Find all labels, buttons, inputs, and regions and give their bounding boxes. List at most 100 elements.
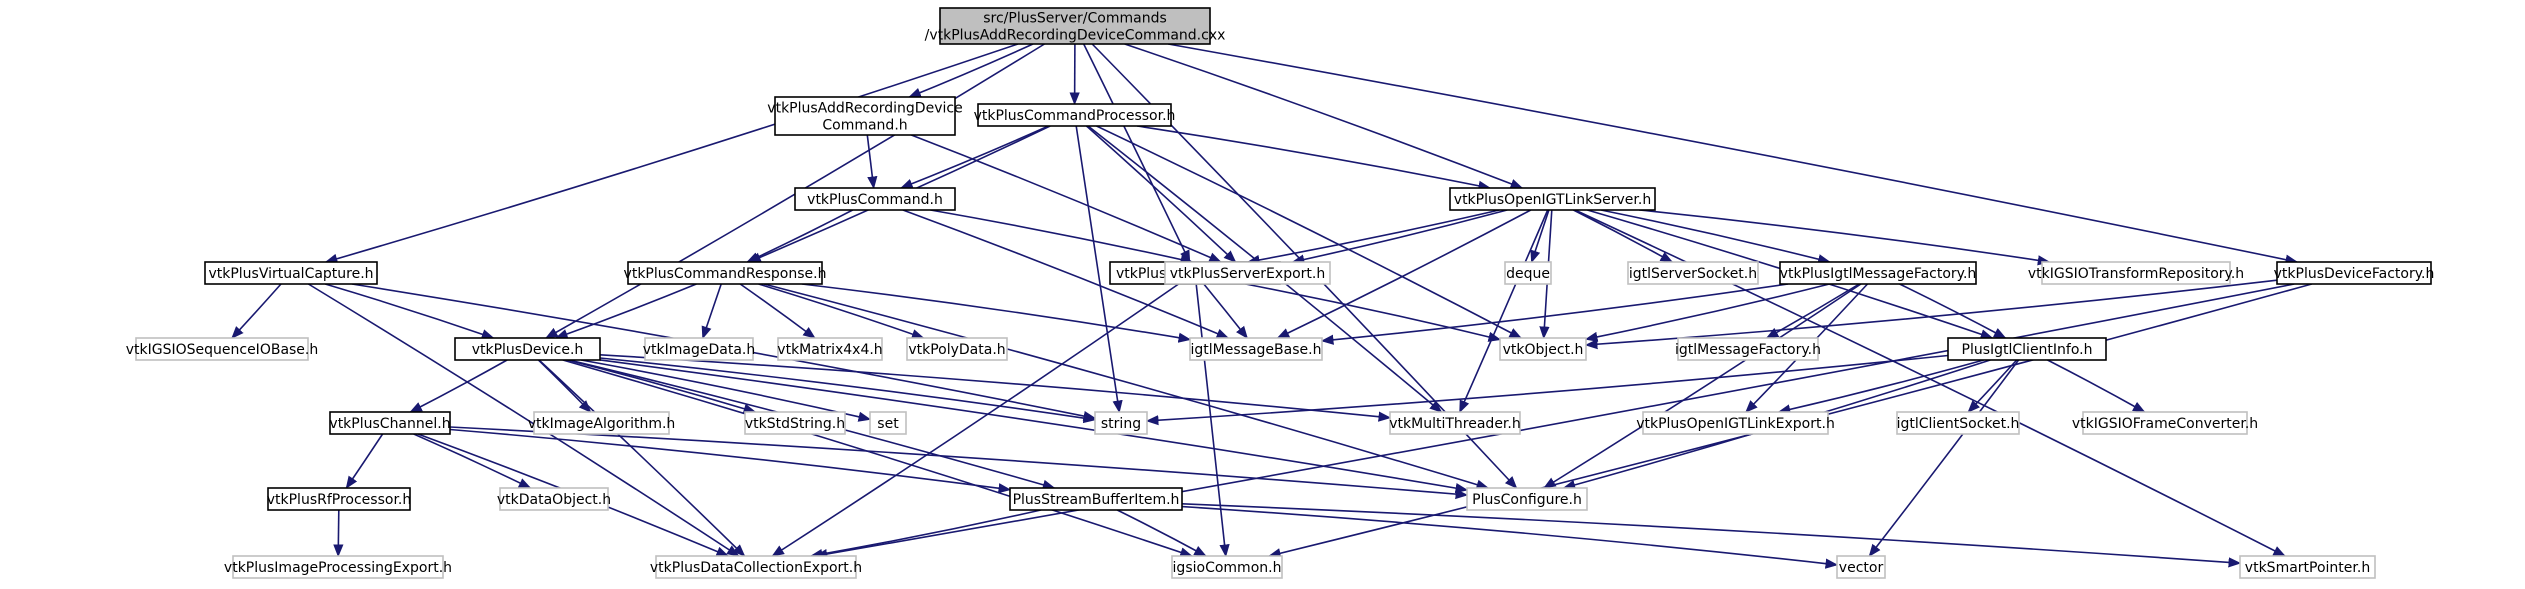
node-box [644,337,754,361]
node-set: set [869,411,907,435]
edge-devFactory-to-vtkObject [1584,279,2278,350]
node-plusConfigure: PlusConfigure.h [1466,487,1588,511]
node-clientInfo[interactable]: PlusIgtlClientInfo.h [1947,337,2107,361]
edge-igtlFactory-to-vtkObject [1584,283,1830,342]
node-box [794,187,956,211]
edge-clientInfo-to-frameConverter [2047,359,2146,413]
node-label: vtkIGSIOFrameConverter.h [2072,416,2258,432]
node-box [2041,261,2231,285]
node-label: vtkPlusDevice.h [472,342,584,358]
edge-plusCmd-to-serverExport [930,209,1194,265]
node-box [329,411,451,435]
edge-openIGT-to-igtlServerSocket [1573,209,1674,263]
edge-cmdResp-to-matrix4x4 [739,283,816,339]
edge-streamBuf-to-smartPointer [1181,503,2242,568]
edge-root-to-addRecH [908,43,1034,98]
edge-openIGT-to-transformRepo [1639,209,2051,266]
edge-plusCmd-to-igtlMessageBase [902,209,1230,339]
node-igtlFactory[interactable]: vtkPlusIgtlMessageFactory.h [1779,261,1977,285]
edge-cmdResp-to-imageData [701,283,722,340]
node-label: vtkSmartPointer.h [2245,560,2370,576]
node-label: vtkPlusImageProcessingExport.h [224,560,452,576]
node-stdString: vtkStdString.h [744,411,846,435]
node-label: vtkPolyData.h [908,342,1005,358]
node-label: vtkPlusRfProcessor.h [267,492,412,508]
node-polyData: vtkPolyData.h [906,337,1008,361]
node-frameConverter: vtkIGSIOFrameConverter.h [2072,411,2258,435]
node-box [1189,337,1323,361]
node-box [1389,411,1521,435]
edge-channel-to-plusConfigure [449,426,1469,500]
edge-cmdResp-to-plusConfigure [763,283,1490,490]
node-label: igtlServerSocket.h [1629,266,1757,282]
node-box [232,555,444,579]
node-label: igtlMessageBase.h [1191,342,1322,358]
node-label: vtkImageAlgorithm.h [528,416,676,432]
edge-layer [231,43,2313,569]
node-label: vtkPlusAddRecordingDevice [767,101,962,117]
node-layer: src/PlusServer/Commands/vtkPlusAddRecord… [126,7,2435,579]
node-devFactory[interactable]: vtkPlusDeviceFactory.h [2274,261,2435,285]
edge-dataColl-to-dataCollExport [771,283,1180,557]
node-smartPointer: vtkSmartPointer.h [2239,555,2376,579]
node-box [1836,555,1886,579]
edge-virtCap-to-dataCollExport [307,283,740,557]
node-label: vtkPlusIgtlMessageFactory.h [1780,266,1977,282]
node-label: /vtkPlusAddRecordingDeviceCommand.cxx [925,28,1226,44]
node-box [2082,411,2248,435]
edge-addRecH-to-plusCmd [866,134,878,190]
edge-cmdResp-to-polyData [758,283,925,340]
node-box [1449,187,1656,211]
edge-channel-to-dataObject [413,433,532,489]
node-addRecH[interactable]: vtkPlusAddRecordingDeviceCommand.h [767,96,963,136]
edge-openIGT-to-serverExport [1291,209,1508,265]
node-label: vtkPlusDeviceFactory.h [2274,266,2435,282]
node-plusCmd[interactable]: vtkPlusCommand.h [794,187,956,211]
edge-clientInfo-to-string [1145,354,1949,426]
edge-openIGT-to-igtlFactory [1600,209,1831,265]
edge-virtCap-to-seqIOBase [231,283,282,339]
edge-streamBuf-to-vector [1181,505,1839,569]
node-label: Command.h [822,118,907,134]
node-box [906,337,1008,361]
node-box [744,411,846,435]
edge-device-to-set [580,359,872,422]
node-label: src/PlusServer/Commands [983,11,1167,27]
node-box [499,487,609,511]
node-box [135,337,309,361]
node-box [1094,411,1148,435]
node-virtCap[interactable]: vtkPlusVirtualCapture.h [204,261,378,285]
node-openIGTExport: vtkPlusOpenIGTLinkExport.h [1636,411,1835,435]
edge-root-to-devFactory [1168,43,2299,265]
edge-cmdResp-to-igtlMessageBase [801,283,1192,343]
edge-device-to-multiThreader [599,354,1392,422]
node-streamBuf[interactable]: PlusStreamBufferItem.h [1009,487,1183,511]
node-imgProcExport: vtkPlusImageProcessingExport.h [224,555,452,579]
node-vtkObject: vtkObject.h [1499,337,1587,361]
node-label: vtkPlusVirtualCapture.h [208,266,373,282]
node-label: vtkStdString.h [745,416,845,432]
node-label: igtlMessageFactory.h [1675,342,1821,358]
node-label: vtkPlusServerExport.h [1170,266,1325,282]
node-box [777,337,883,361]
node-label: vtkPlusCommand.h [807,192,943,208]
node-rfProc[interactable]: vtkPlusRfProcessor.h [267,487,412,511]
node-root[interactable]: src/PlusServer/Commands/vtkPlusAddRecord… [925,7,1226,45]
edge-openIGT-to-dataColl [1246,209,1500,265]
node-channel[interactable]: vtkPlusChannel.h [329,411,451,435]
node-device[interactable]: vtkPlusDevice.h [454,337,601,361]
node-box [204,261,378,285]
edge-channel-to-rfProc [345,433,384,490]
edge-igtlFactory-to-plusConfigure [1543,283,1862,489]
node-cmdProc[interactable]: vtkPlusCommandProcessor.h [974,103,1176,127]
node-box [267,487,411,511]
edge-clientInfo-to-vector [1868,359,2020,558]
edge-root-to-dataColl [1082,43,1191,264]
edge-channel-to-streamBuf [449,428,1012,494]
node-box [1947,337,2107,361]
node-openIGT[interactable]: vtkPlusOpenIGTLinkServer.h [1449,187,1656,211]
node-cmdResp[interactable]: vtkPlusCommandResponse.h [624,261,827,285]
edge-device-to-string [599,357,1097,424]
edge-root-to-openIGT [1124,43,1524,189]
edge-dataColl-to-igtlMessageBase [1203,283,1248,340]
